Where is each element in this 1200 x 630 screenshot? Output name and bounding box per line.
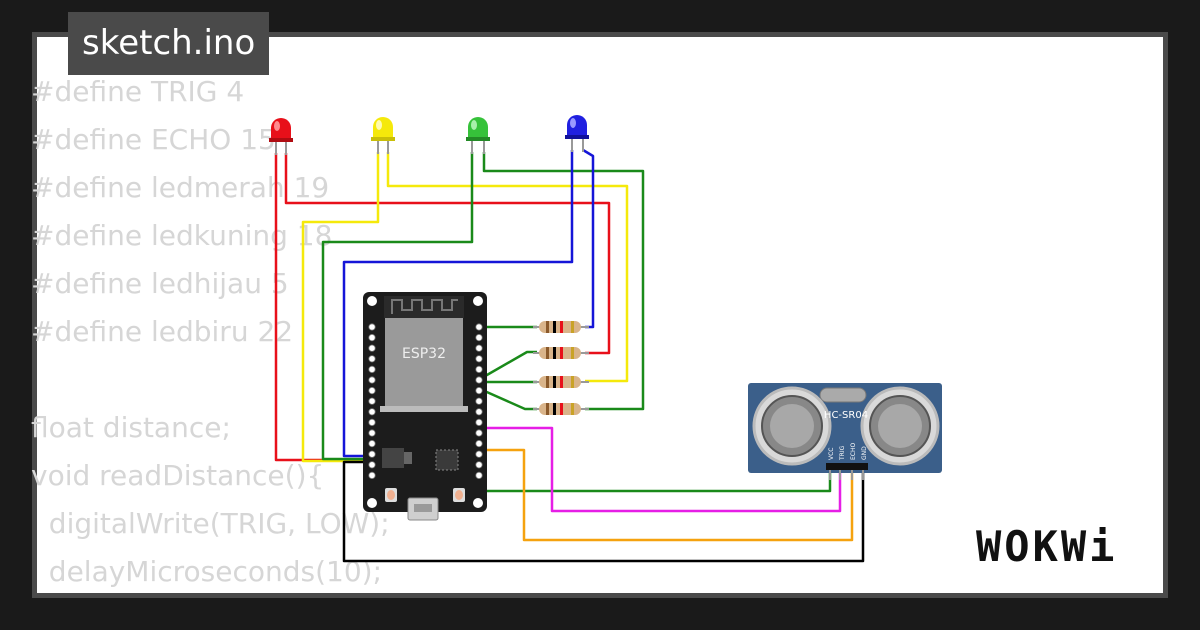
resistor-icon[interactable] <box>533 376 589 388</box>
header-pin <box>475 323 483 331</box>
header-pin <box>475 471 483 479</box>
led-green-icon[interactable] <box>466 117 490 154</box>
wokwi-logo: WOKWi <box>976 522 1118 571</box>
wire-trig <box>480 426 842 513</box>
resistor-icon[interactable] <box>533 403 589 415</box>
wire-resistor-link <box>479 350 537 381</box>
sensor-pin-label: ECHO <box>850 443 857 460</box>
wire-blue <box>582 148 595 329</box>
header-pin <box>368 397 376 405</box>
wire-green <box>321 152 474 461</box>
code-line: void readDistance(){ <box>31 459 325 492</box>
header-pin <box>368 418 376 426</box>
wire-yellow <box>386 152 629 383</box>
header-pin <box>368 386 376 395</box>
sensor-label: HC-SR04 <box>824 410 868 421</box>
wire-gnd <box>342 460 865 563</box>
header-pin <box>368 333 376 342</box>
header-pin <box>475 386 483 395</box>
wire-echo <box>480 448 854 542</box>
led-blue-icon[interactable] <box>565 115 589 152</box>
code-line: float distance; <box>31 411 231 444</box>
header-pin <box>475 397 483 405</box>
header-pin <box>368 471 376 479</box>
code-line: delayMicroseconds(10); <box>31 555 383 588</box>
led-red-icon[interactable] <box>269 118 293 155</box>
header-pin <box>475 365 483 373</box>
resistor-icon[interactable] <box>533 347 589 359</box>
code-line: digitalWrite(TRIG, LOW); <box>31 507 390 540</box>
board-label: ESP32 <box>402 346 446 362</box>
canvas <box>37 37 1163 593</box>
wire-green <box>482 152 645 411</box>
sensor-pin-label: GND <box>861 446 868 460</box>
hcsr04-sensor[interactable]: HC-SR04 VCC TRIG ECHO GND <box>748 383 942 480</box>
esp32-board[interactable]: ESP32 <box>363 292 487 521</box>
header-pin <box>368 355 376 363</box>
header-pin <box>475 418 483 426</box>
header-pin <box>475 355 483 363</box>
header-pin <box>368 429 376 437</box>
header-pin <box>368 408 376 416</box>
header-pin <box>475 376 483 384</box>
header-pin <box>368 461 376 469</box>
wifi-antenna-icon <box>391 299 458 314</box>
header-pin <box>475 450 483 458</box>
header-pin <box>368 365 376 373</box>
code-line: #define ledmerah 19 <box>31 171 330 204</box>
sensor-pin-label: TRIG <box>839 445 846 461</box>
wire-resistor-link <box>479 387 537 411</box>
header-pin <box>368 344 376 352</box>
code-line: #define ledhijau 5 <box>31 267 289 300</box>
header-pin <box>368 439 376 448</box>
header-pin <box>475 344 483 352</box>
resistor-icon[interactable] <box>533 321 589 333</box>
header-pin <box>475 408 483 416</box>
header-pin <box>368 323 376 331</box>
filename-tab[interactable]: sketch.ino <box>68 12 270 75</box>
wires <box>274 148 865 563</box>
code-line: #define ECHO 15 <box>31 123 276 156</box>
wire-red <box>284 153 611 355</box>
wire-blue <box>342 150 574 458</box>
led-yellow-icon[interactable] <box>371 117 395 154</box>
header-pin <box>368 450 376 458</box>
board-pins <box>368 323 483 479</box>
wire-yellow <box>301 152 380 463</box>
header-pin <box>475 439 483 448</box>
header-pin <box>475 333 483 342</box>
header-pin <box>475 461 483 469</box>
code-line: #define TRIG 4 <box>31 75 245 108</box>
header-pin <box>475 429 483 437</box>
code-background: #define TRIG 4 #define ECHO 15 #define led… <box>31 68 390 596</box>
header-pin <box>368 376 376 384</box>
sensor-pin-label: VCC <box>828 448 835 460</box>
